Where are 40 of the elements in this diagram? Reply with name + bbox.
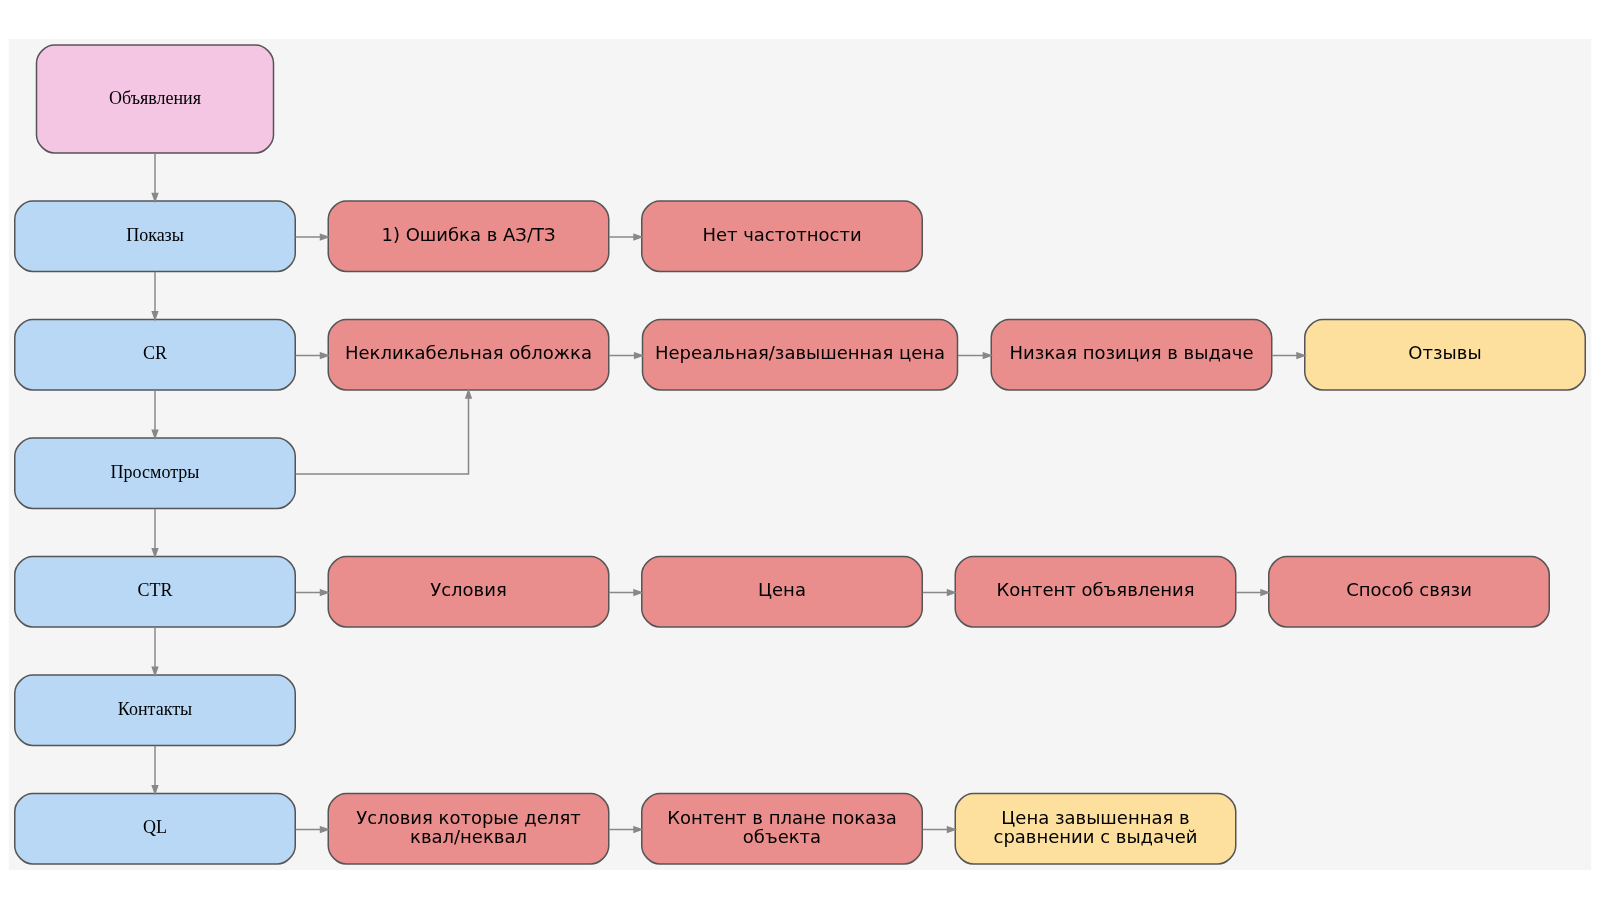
node-box: Показы — [14, 199, 296, 272]
node-box: Условия которые делят квал/неквал — [327, 792, 610, 865]
arrow — [294, 588, 331, 596]
node-box: Низкая позиция в выдаче — [990, 318, 1273, 391]
node-box: 1) Ошибка в АЗ/ТЗ — [327, 199, 610, 272]
arrow — [608, 588, 644, 596]
arrow — [151, 152, 159, 203]
arrow — [151, 270, 159, 321]
node-box: Контент объявления — [954, 555, 1237, 628]
arrow — [608, 351, 645, 359]
node-box: Отзывы — [1304, 318, 1586, 391]
node-box: CR — [14, 318, 296, 391]
node-box: Цена — [641, 555, 923, 628]
node-box: Контакты — [14, 673, 296, 746]
arrow — [151, 389, 159, 440]
node-box: Способ связи — [1268, 555, 1550, 628]
node-box: Условия — [327, 555, 610, 628]
arrow — [957, 351, 994, 359]
arrow — [1235, 588, 1271, 596]
arrow — [151, 626, 159, 677]
node-box: Нереальная/завышенная цена — [641, 318, 959, 391]
arrow — [1271, 351, 1307, 359]
node-box: Контент в плане показа объекта — [641, 792, 923, 865]
arrow — [608, 232, 644, 241]
node-box: CTR — [14, 555, 296, 628]
arrow — [294, 351, 331, 359]
arrow — [294, 825, 331, 833]
arrow — [151, 507, 159, 558]
node-box: Просмотры — [14, 436, 296, 509]
arrow — [921, 588, 958, 596]
node-box: Некликабельная обложка — [327, 318, 610, 391]
node-box: Нет частотности — [641, 199, 923, 272]
arrow — [921, 825, 958, 833]
node-box: Объявления — [35, 43, 275, 154]
node-box: QL — [14, 792, 296, 865]
arrow — [608, 825, 644, 833]
arrow — [151, 744, 159, 795]
arrow — [294, 232, 331, 241]
arrow — [294, 387, 473, 475]
node-box: Цена завышенная в сравнении с выдачей — [954, 792, 1237, 865]
